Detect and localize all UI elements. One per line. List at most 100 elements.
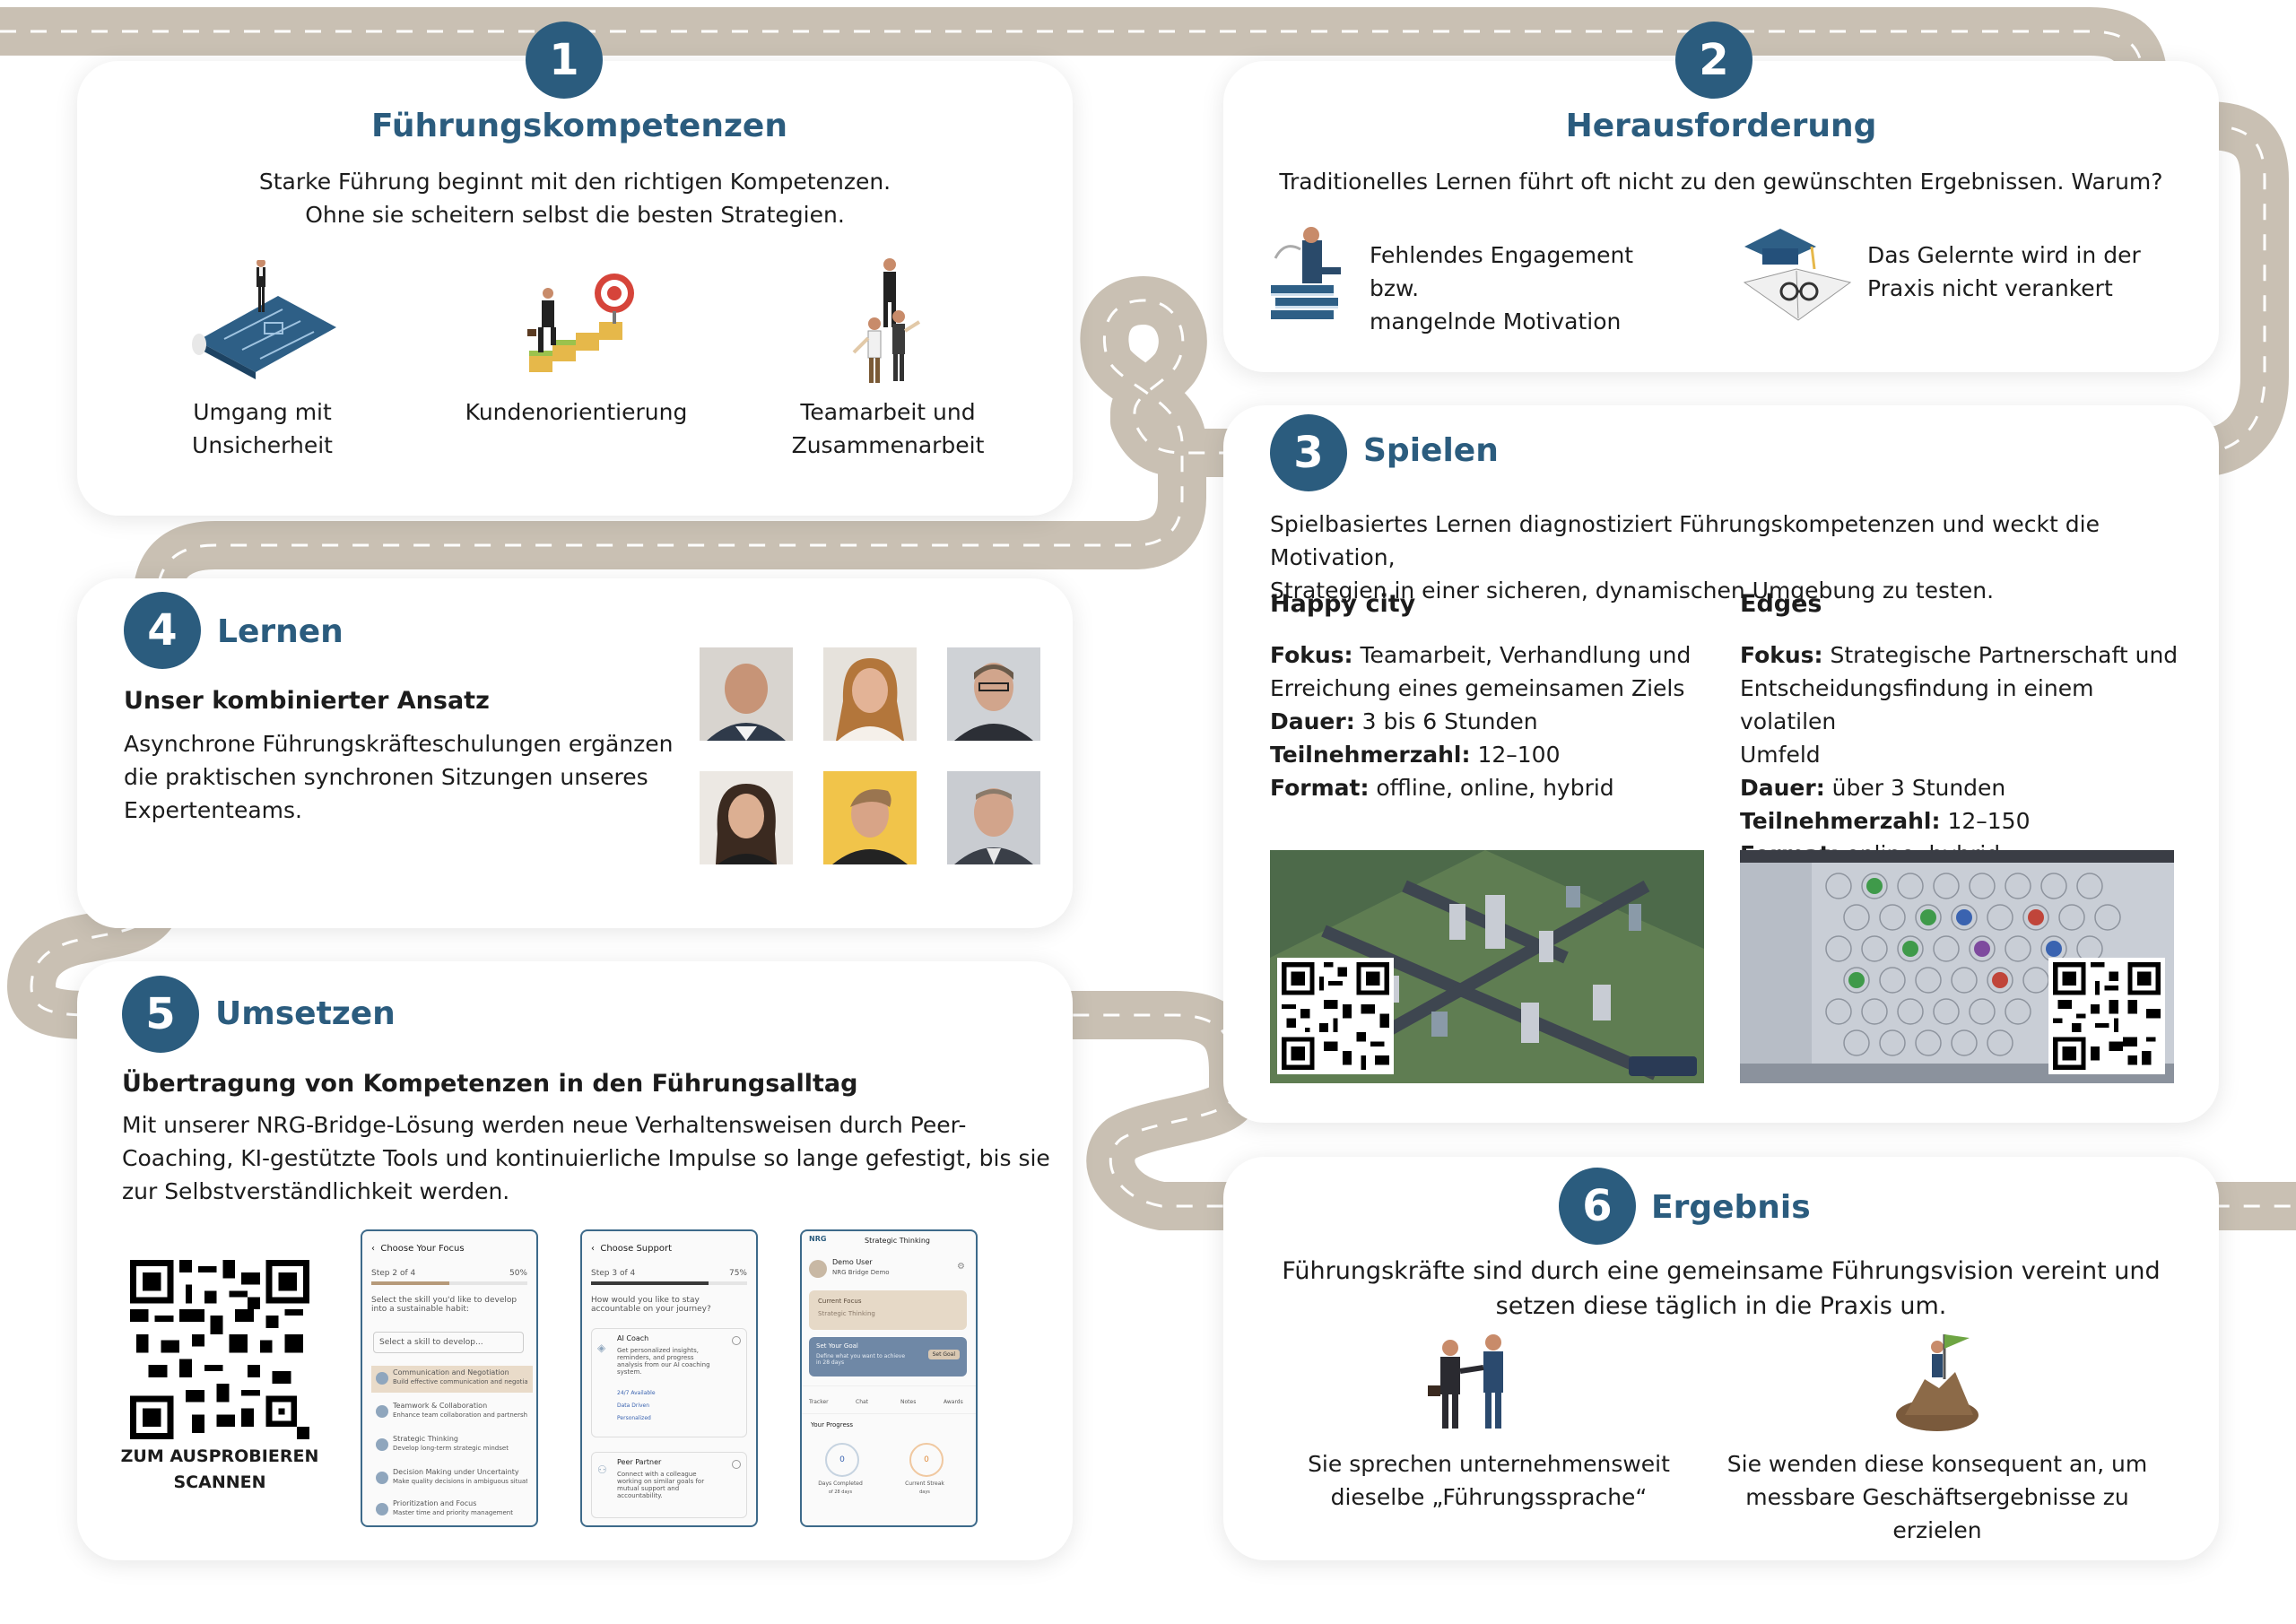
section-5-text-line: zur Selbstverständlichkeit werden. xyxy=(122,1178,510,1204)
radio-button[interactable] xyxy=(732,1336,741,1345)
option-desc: Connect with a colleague working on simi… xyxy=(617,1471,705,1499)
section-4-text-line: Asynchrone Führungskräfteschulungen ergä… xyxy=(124,731,674,757)
section-1-intro-line-2: Ohne sie scheitern selbst die besten Str… xyxy=(305,202,845,228)
skill-option[interactable]: Prioritization and Focus Master time and… xyxy=(371,1497,533,1524)
expert-photo xyxy=(823,647,917,741)
app-screen-dashboard[interactable]: NRG Strategic Thinking Demo User NRG Bri… xyxy=(800,1229,978,1527)
progress-title: Your Progress xyxy=(811,1421,854,1429)
competency-customer-orientation: Kundenorientierung xyxy=(448,395,704,429)
result-label: dieselbe „Führungssprache“ xyxy=(1330,1484,1648,1510)
app-screen-choose-support[interactable]: ‹ Choose Support Step 3 of 4 75% How wou… xyxy=(580,1229,758,1527)
screen-header: Choose Your Focus xyxy=(380,1244,465,1254)
option-peer-partner[interactable]: ⚇ Peer Partner Connect with a colleague … xyxy=(591,1452,747,1518)
skill-select[interactable]: Select a skill to develop... xyxy=(373,1332,524,1353)
stat-sub: of 28 days xyxy=(828,1489,853,1495)
section-5-title: Umsetzen xyxy=(215,995,396,1032)
challenge-label: mangelnde Motivation xyxy=(1370,308,1622,334)
qr-cta-line: SCANNEN xyxy=(173,1472,266,1492)
section-5-text-line: Mit unserer NRG-Bridge-Lösung werden neu… xyxy=(122,1112,967,1138)
card-lernen xyxy=(77,578,1073,928)
section-4-text: Asynchrone Führungskräfteschulungen ergä… xyxy=(124,727,680,827)
game-title-happy-city: Happy city xyxy=(1270,590,1416,618)
section-2-title: Herausforderung xyxy=(1565,108,1877,144)
robot-icon: ◈ xyxy=(597,1342,606,1354)
option-desc: Build effective communication and negoti… xyxy=(393,1378,527,1385)
user-row: Demo User NRG Bridge Demo ⚙ xyxy=(809,1258,967,1285)
handshake-icon xyxy=(1428,1334,1503,1429)
nrg-bridge-qr-code[interactable] xyxy=(130,1260,309,1439)
settings-icon[interactable]: ⚙ xyxy=(957,1262,965,1272)
back-arrow-icon[interactable]: ‹ xyxy=(591,1244,595,1254)
back-arrow-icon[interactable]: ‹ xyxy=(371,1244,375,1254)
expert-photo xyxy=(823,771,917,864)
detail-label: Teilnehmerzahl: xyxy=(1270,742,1471,768)
step-label: Step 3 of 4 xyxy=(591,1269,636,1278)
challenge-label: Das Gelernte wird in der xyxy=(1867,242,2141,268)
nav-chat[interactable]: Chat xyxy=(856,1399,869,1405)
people-icon: ⚇ xyxy=(597,1463,607,1476)
progress-bar xyxy=(371,1281,527,1285)
card-herausforderung xyxy=(1223,61,2219,372)
section-6-intro-line: Führungskräfte sind durch eine gemeinsam… xyxy=(1282,1257,2161,1285)
option-title: Peer Partner xyxy=(617,1458,662,1466)
qr-cta-line: ZUM AUSPROBIEREN xyxy=(120,1446,319,1466)
option-desc: Make quality decisions in ambiguous situ… xyxy=(393,1478,527,1485)
challenge-engagement: Fehlendes Engagement bzw. mangelnde Moti… xyxy=(1370,239,1674,338)
app-screen-choose-focus[interactable]: ‹ Choose Your Focus Step 2 of 4 50% Sele… xyxy=(361,1229,538,1527)
detail-value: offline, online, hybrid xyxy=(1369,775,1614,801)
tag: 24/7 Available xyxy=(617,1390,656,1396)
section-4-title: Lernen xyxy=(217,613,344,650)
competency-label: Teamarbeit und xyxy=(800,399,976,425)
mountain-flag-icon xyxy=(1896,1334,1979,1431)
result-label: Sie wenden diese konsequent an, um xyxy=(1726,1451,2148,1477)
section-1-intro-line-1: Starke Führung beginnt mit den richtigen… xyxy=(258,169,891,195)
detail-label: Teilnehmerzahl: xyxy=(1740,808,1941,834)
bottom-nav: Tracker Chat Notes Awards xyxy=(802,1385,976,1414)
nav-notes[interactable]: Notes xyxy=(900,1399,917,1405)
result-label: Sie sprechen unternehmensweit xyxy=(1308,1451,1670,1477)
section-5-subtitle: Übertragung von Kompetenzen in den Führu… xyxy=(122,1070,858,1098)
graduation-cap-book-icon xyxy=(1743,229,1852,321)
challenge-label: Praxis nicht verankert xyxy=(1867,275,2113,301)
set-goal-button[interactable]: Set Goal xyxy=(927,1350,960,1359)
nav-tracker[interactable]: Tracker xyxy=(809,1399,829,1405)
section-4-text-line: Expertenteams. xyxy=(124,797,302,823)
detail-label: Dauer: xyxy=(1270,708,1355,734)
result-label: messbare Geschäftsergebnisse zu erzielen xyxy=(1745,1484,2129,1543)
nrg-logo: NRG xyxy=(809,1235,827,1243)
skill-option-selected[interactable]: Communication and Negotiation Build effe… xyxy=(371,1366,533,1393)
focus-value: Strategic Thinking xyxy=(818,1310,875,1317)
skill-option[interactable]: Decision Making under Uncertainty Make q… xyxy=(371,1465,533,1492)
current-focus-card: Current Focus Strategic Thinking xyxy=(809,1290,967,1330)
edges-qr-code[interactable] xyxy=(2048,958,2165,1074)
skill-option[interactable]: Teamwork & Collaboration Enhance team co… xyxy=(371,1399,533,1426)
game-title-edges: Edges xyxy=(1740,590,1822,618)
detail-value: 12–150 xyxy=(1940,808,2031,834)
step-number-5: 5 xyxy=(122,976,199,1053)
progress-bar xyxy=(591,1281,747,1285)
detail-label: Fokus: xyxy=(1740,642,1823,668)
step-number-1: 1 xyxy=(526,22,603,99)
happy-city-qr-code[interactable] xyxy=(1277,958,1394,1074)
tag: Data Driven xyxy=(617,1403,650,1409)
stat-sub: days xyxy=(919,1489,930,1495)
section-3-intro-line-1: Spielbasiertes Lernen diagnostiziert Füh… xyxy=(1270,511,2100,570)
option-title: Strategic Thinking xyxy=(393,1435,458,1443)
detail-value: Erreichung eines gemeinsamen Ziels xyxy=(1270,675,1685,701)
step-number-6: 6 xyxy=(1559,1168,1636,1245)
section-5-text: Mit unserer NRG-Bridge-Lösung werden neu… xyxy=(122,1108,1055,1208)
detail-value: 3 bis 6 Stunden xyxy=(1354,708,1538,734)
nav-awards[interactable]: Awards xyxy=(944,1399,963,1405)
radio-button[interactable] xyxy=(732,1460,741,1469)
detail-value: über 3 Stunden xyxy=(1824,775,2006,801)
option-title: Communication and Negotiation xyxy=(393,1368,509,1376)
detail-value: Entscheidungsfindung in einem volatilen xyxy=(1740,675,2094,734)
user-org: NRG Bridge Demo xyxy=(832,1269,890,1276)
step-percent: 50% xyxy=(509,1269,527,1278)
challenge-practice: Das Gelernte wird in der Praxis nicht ve… xyxy=(1867,239,2172,305)
skill-option[interactable]: Strategic Thinking Develop long-term str… xyxy=(371,1432,533,1459)
result-measurable: Sie wenden diese konsequent an, um messb… xyxy=(1700,1447,2175,1547)
section-3-intro: Spielbasiertes Lernen diagnostiziert Füh… xyxy=(1270,508,2221,607)
option-ai-coach[interactable]: ◈ AI Coach Get personalized insights, re… xyxy=(591,1328,747,1437)
